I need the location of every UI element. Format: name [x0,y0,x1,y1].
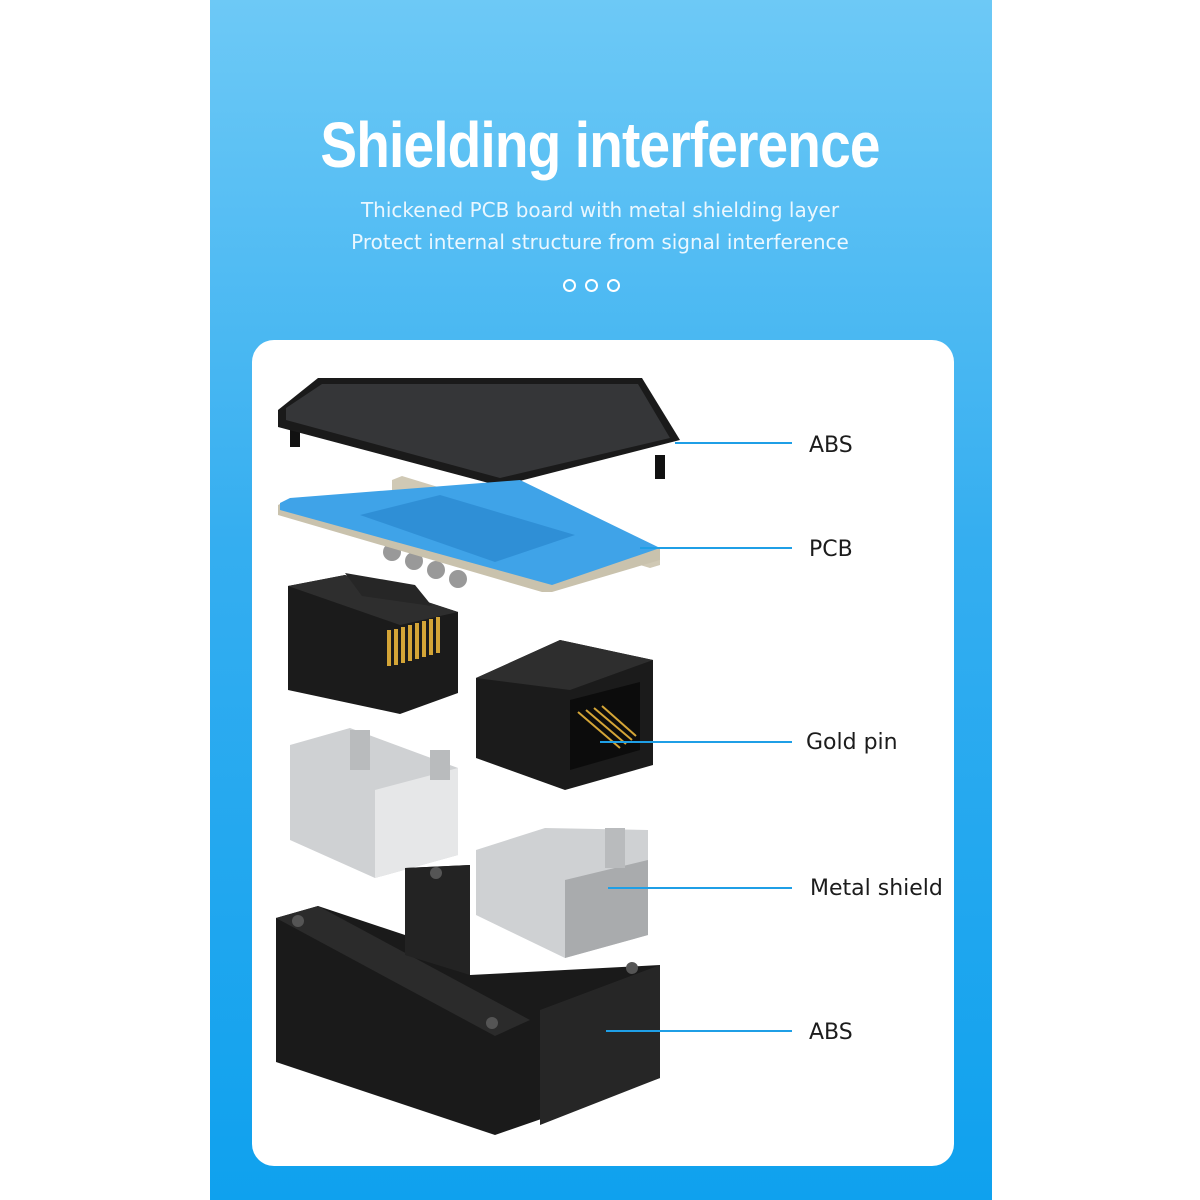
callout-abs-top: ABS [809,433,853,458]
page-title: Shielding interference [320,109,880,181]
callout-abs-bottom: ABS [809,1020,853,1045]
callout-gold-pin: Gold pin [806,730,898,755]
metal-shield-left [290,728,458,878]
bottom-abs-housing [276,865,660,1135]
rj45-jack-left [288,573,458,714]
leader-lines [600,442,792,1032]
pager-dots [563,279,620,292]
subtitle-line-2: Protect internal structure from signal i… [351,230,849,254]
top-abs-cover [278,378,680,510]
pager-dot [563,279,576,292]
rj45-jack-right [476,640,653,790]
callout-metal-shield: Metal shield [810,876,943,901]
pager-dot [607,279,620,292]
pcb-board [278,476,660,592]
callout-pcb: PCB [809,537,853,562]
metal-shield-right [476,828,648,958]
pager-dot [585,279,598,292]
subtitle-line-1: Thickened PCB board with metal shielding… [360,198,840,222]
